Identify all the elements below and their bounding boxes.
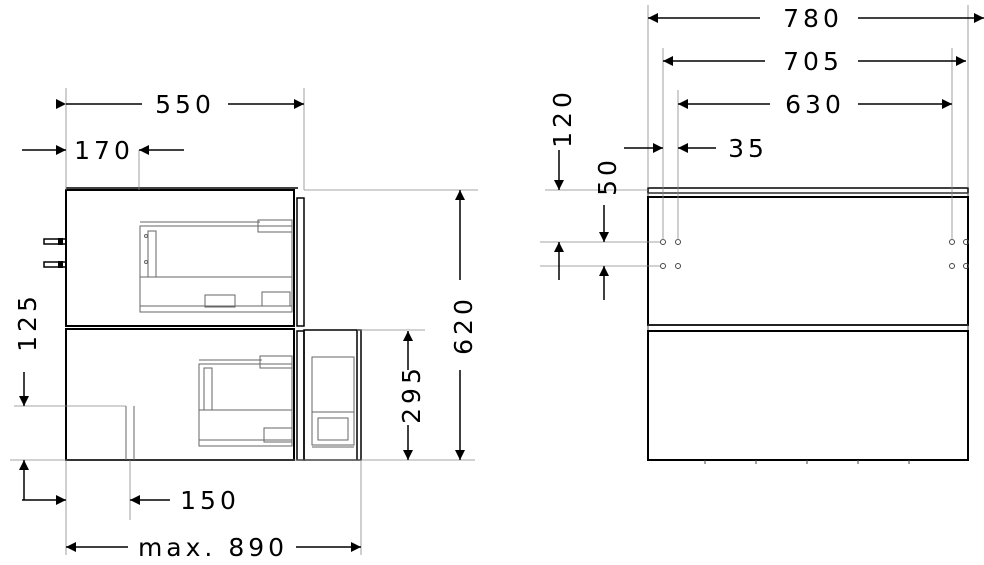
front-extension-lines (540, 5, 969, 267)
cabinet-front-body (647, 187, 969, 464)
dim-295-label: 295 (397, 364, 426, 424)
side-view: 550 170 125 150 max. 890 (10, 88, 478, 562)
dimension-780: 780 (648, 4, 984, 33)
dim-550-label: 550 (155, 90, 215, 119)
dim-780-label: 780 (783, 4, 843, 33)
dim-50-label: 50 (593, 156, 622, 196)
dim-120-label: 120 (548, 88, 577, 148)
dimension-170: 170 (22, 136, 184, 165)
dim-620-label: 620 (449, 295, 478, 355)
dimension-630: 630 (678, 90, 952, 119)
dimension-max-890: max. 890 (66, 533, 361, 562)
dim-705-label: 705 (783, 47, 843, 76)
front-view: 780 705 630 35 120 5 (540, 4, 984, 464)
dimension-550: 550 (56, 90, 304, 119)
dimension-125: 125 (13, 292, 42, 500)
dim-630-label: 630 (785, 90, 845, 119)
upper-drawer-insert (139, 219, 293, 313)
dimension-620: 620 (449, 190, 478, 460)
dimension-705: 705 (663, 47, 966, 76)
dimension-295: 295 (397, 331, 426, 460)
wall-fixing-icon (43, 238, 67, 268)
dim-170-label: 170 (74, 136, 134, 165)
lower-drawer-insert (14, 355, 293, 460)
dim-125-label: 125 (13, 292, 42, 352)
dim-35-label: 35 (728, 134, 768, 163)
dim-150-label: 150 (180, 486, 240, 515)
dimension-50: 50 (554, 156, 622, 300)
extension-lines (65, 88, 478, 555)
cabinet-side-body (10, 187, 475, 461)
dim-max-890-label: max. 890 (138, 533, 288, 562)
dimension-120: 120 (548, 88, 577, 190)
dimension-150: 150 (22, 486, 240, 515)
dimension-35: 35 (624, 134, 768, 163)
mounting-holes (660, 239, 969, 269)
extended-drawer-insert (311, 356, 355, 448)
